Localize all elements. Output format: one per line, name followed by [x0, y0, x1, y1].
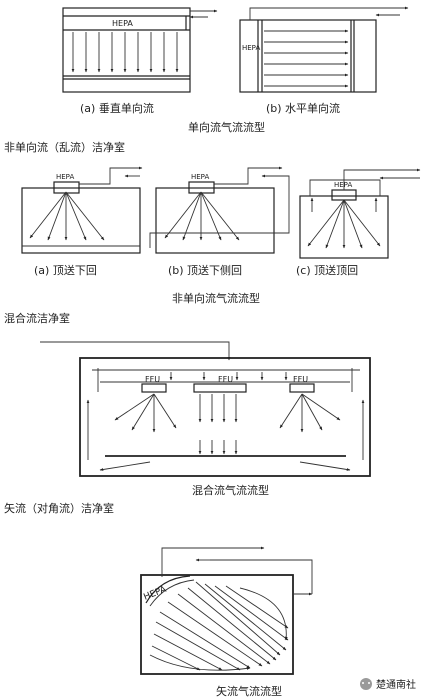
ffu-label-center: FFU — [218, 375, 233, 384]
mixed-flow-room: FFU FFU FFU — [40, 341, 371, 477]
ffu-label-left: FFU — [145, 375, 160, 384]
caption-top-supply-bottom-side-return: (b) 顶送下侧回 — [168, 263, 242, 277]
hepa-label-b: HEPA — [242, 44, 260, 52]
hepa-label-2c: HEPA — [334, 181, 352, 189]
vector-flow-room: HEPA — [140, 546, 313, 675]
hepa-label-2b: HEPA — [191, 173, 209, 181]
watermark: 楚通南社 — [360, 678, 416, 691]
ffu-label-right: FFU — [293, 375, 308, 384]
watermark-text: 楚通南社 — [376, 678, 416, 691]
room-top-supply-top-return: HEPA (c) 顶送顶回 — [296, 168, 421, 277]
figure-caption-vector: 矢流气流流型 — [216, 684, 282, 698]
hepa-label-vector: HEPA — [142, 584, 168, 602]
hepa-label-2a: HEPA — [56, 173, 74, 181]
ffu-unit-left — [141, 383, 167, 393]
figure-caption-non-unidirectional: 非单向流气流流型 — [172, 291, 260, 305]
section-heading-non-unidirectional: 非单向流（乱流）洁净室 — [4, 140, 125, 154]
room-top-supply-bottom-side-return: HEPA (b) 顶送下侧回 — [149, 166, 290, 277]
caption-horizontal-unidirectional: (b) 水平单向流 — [266, 101, 340, 115]
vertical-unidirectional-room: HEPA (a) 垂直单向流 — [62, 7, 218, 115]
horizontal-flow-arrows — [264, 29, 349, 88]
caption-vertical-unidirectional: (a) 垂直单向流 — [80, 101, 154, 115]
caption-top-supply-top-return: (c) 顶送顶回 — [296, 263, 358, 277]
figure-caption-mixed: 混合流气流流型 — [192, 483, 269, 497]
ffu-unit-center — [193, 383, 247, 393]
section-heading-vector: 矢流（对角流）洁净室 — [4, 501, 114, 515]
horizontal-unidirectional-room: HEPA (b) 水平单向流 — [239, 6, 409, 115]
section-heading-mixed: 混合流洁净室 — [4, 311, 70, 325]
vertical-flow-arrows — [71, 32, 179, 73]
figure-caption-unidirectional: 单向流气流流型 — [188, 120, 265, 134]
ffu-unit-right — [289, 383, 315, 393]
room-top-supply-bottom-return: HEPA (a) 顶送下回 — [21, 166, 143, 277]
hepa-label-a: HEPA — [112, 19, 133, 28]
caption-top-supply-bottom-return: (a) 顶送下回 — [34, 263, 97, 277]
